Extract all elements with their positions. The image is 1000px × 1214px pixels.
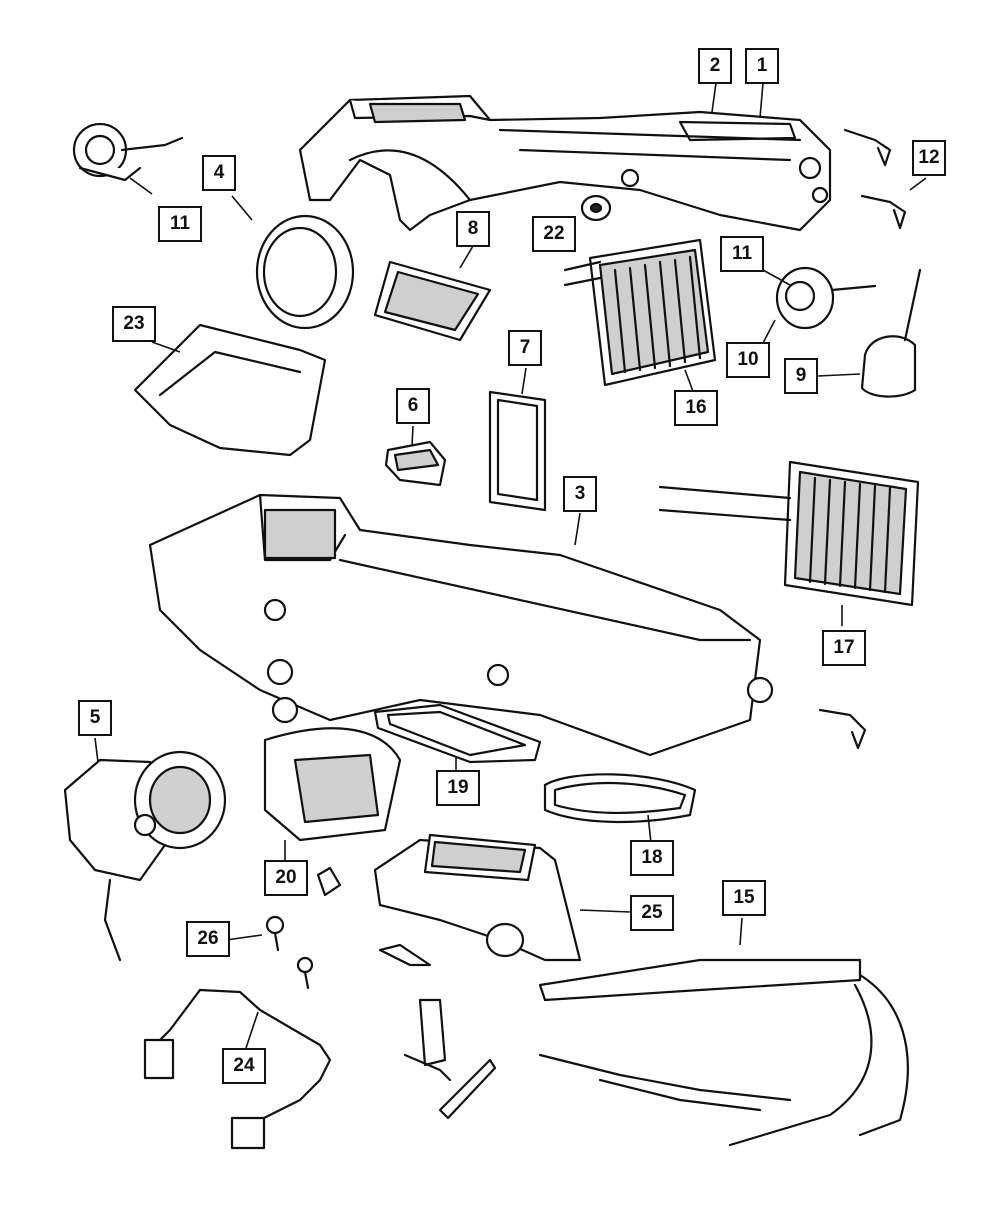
grommet-22 <box>580 194 612 222</box>
callout-3: 3 <box>563 476 597 512</box>
callout-14: 11 <box>158 206 202 242</box>
callout-26: 26 <box>186 921 230 957</box>
gasket-19 <box>373 703 542 764</box>
blower-resistor-6 <box>384 440 447 487</box>
hvac-housing-3 <box>148 493 774 757</box>
callout-4: 4 <box>202 155 236 191</box>
clip-12 <box>843 128 907 230</box>
callout-2: 2 <box>698 48 732 84</box>
cover-23 <box>133 323 327 457</box>
blower-seal-ring-4 <box>255 214 355 330</box>
seal-7 <box>488 390 547 512</box>
wiring-harness-24 <box>143 988 332 1150</box>
switch <box>403 998 497 1120</box>
upper-duct-housing <box>298 94 832 232</box>
callout-7: 7 <box>508 330 542 366</box>
filter-seal-20 <box>263 727 402 842</box>
callout-16: 16 <box>674 390 718 426</box>
callout-1: 1 <box>745 48 779 84</box>
callout-9: 9 <box>784 358 818 394</box>
door-8 <box>373 260 492 342</box>
callout-25: 25 <box>630 895 674 931</box>
callout-12: 12 <box>912 140 946 176</box>
heater-core-16 <box>563 238 717 387</box>
callout-6: 6 <box>396 388 430 424</box>
screw-26 <box>265 915 314 990</box>
callout-10: 10 <box>726 342 770 378</box>
callout-23: 23 <box>112 306 156 342</box>
callout-18: 18 <box>630 840 674 876</box>
callout-15: 15 <box>722 880 766 916</box>
callout-20: 20 <box>264 860 308 896</box>
callout-17: 17 <box>822 630 866 666</box>
callout-5: 5 <box>78 700 112 736</box>
callout-24: 24 <box>222 1048 266 1084</box>
clip <box>316 866 432 967</box>
callout-22: 22 <box>532 216 576 252</box>
vacuum-actuator-9 <box>860 268 922 398</box>
callout-19: 19 <box>436 770 480 806</box>
gasket-18 <box>543 773 697 824</box>
callout-11: 11 <box>720 236 764 272</box>
clip <box>818 708 867 750</box>
evaporator-17 <box>658 460 920 607</box>
blend-door-actuator-10-11 <box>775 266 877 330</box>
sensor-harness-15 <box>538 958 909 1147</box>
callout-8: 8 <box>456 211 490 247</box>
blower-motor-5 <box>63 750 227 962</box>
duct-25 <box>373 833 582 962</box>
mode-door-actuator-14 <box>72 122 184 182</box>
